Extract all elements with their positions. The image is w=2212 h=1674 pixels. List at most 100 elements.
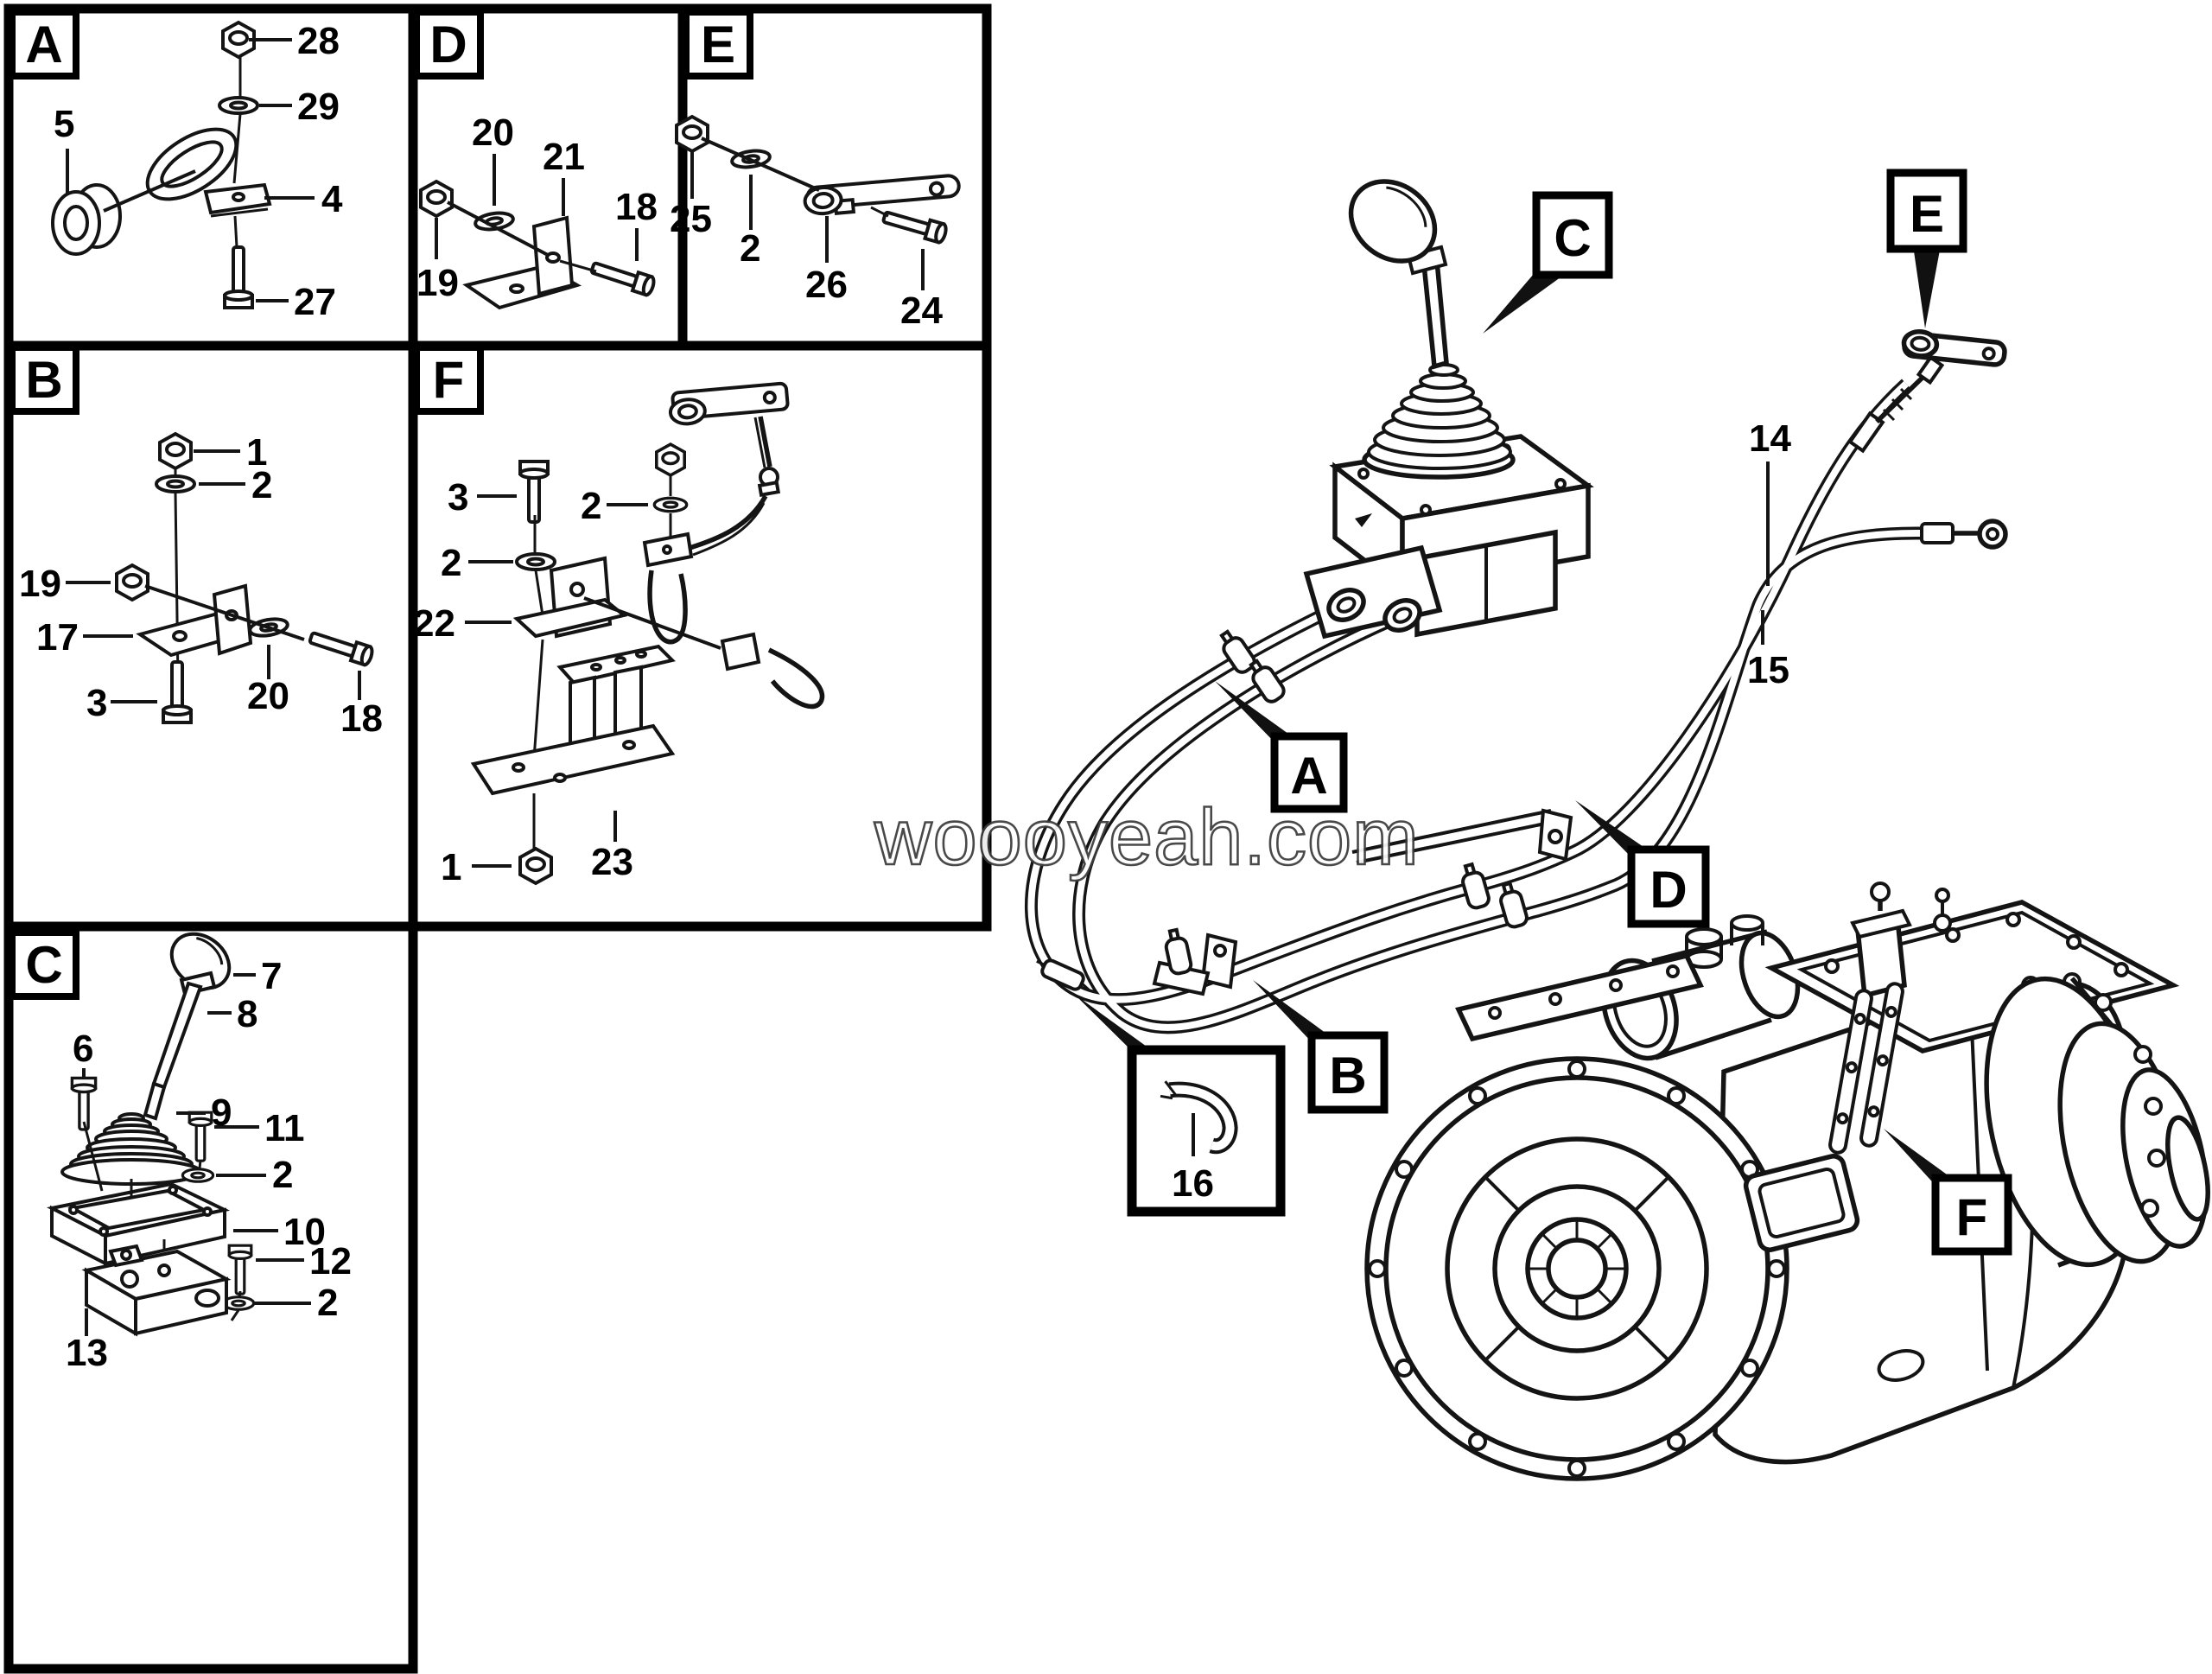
part-label-2b: 2 — [317, 1282, 338, 1324]
callout-e-box — [1886, 169, 1967, 253]
washer-part-2b — [652, 496, 689, 513]
panel-f-parts: 3 2 2 22 1 23 — [413, 381, 825, 888]
panel-d-letter: D — [429, 16, 467, 73]
part-label-13: 13 — [66, 1332, 108, 1374]
part-label-20: 20 — [472, 111, 514, 154]
bracket-part-21 — [462, 215, 582, 310]
cable-strap-bracket-d — [1351, 808, 1573, 864]
bolt-part-27 — [223, 245, 254, 309]
part-label-1: 1 — [441, 846, 461, 888]
lever-part-26 — [803, 174, 961, 216]
lever-shaft — [1421, 258, 1449, 370]
bolt-part-6 — [70, 1076, 98, 1131]
panel-grid-borders — [3, 3, 992, 1674]
panel-a-tab — [9, 9, 79, 80]
part-label-3: 3 — [448, 476, 468, 519]
lever-knob — [1348, 179, 1438, 264]
panel-c-parts: 7 8 6 9 11 2 10 12 2 13 — [47, 932, 352, 1374]
panel-b-parts: 1 2 19 17 3 20 18 — [19, 431, 383, 740]
bracket-part-22 — [512, 556, 628, 639]
part-label-7: 7 — [261, 955, 282, 997]
gearbox-drawing — [1364, 882, 2210, 1481]
part-label-16: 16 — [1172, 1162, 1214, 1205]
washer-part-29 — [218, 96, 259, 115]
u-bolt — [647, 570, 688, 645]
callout-f-letter: F — [1956, 1188, 1988, 1246]
part-label-19: 19 — [416, 262, 459, 304]
bolt-part-18 — [306, 627, 376, 668]
bolt-part-11 — [188, 1111, 213, 1162]
callout-e-letter: E — [1910, 185, 1944, 243]
part-label-6: 6 — [73, 1028, 93, 1070]
panel-b-letter: B — [25, 351, 62, 409]
part-label-3: 3 — [86, 682, 107, 724]
inset-16-pointer — [1074, 994, 1153, 1056]
part-label-17: 17 — [36, 616, 79, 659]
part-label-18: 18 — [340, 697, 383, 740]
grommet-part-5 — [51, 183, 122, 256]
nut-part-19 — [115, 563, 149, 601]
panel-d-tab — [413, 9, 484, 80]
inset-16-box: 16 — [1074, 994, 1286, 1217]
cable-clamp — [1457, 860, 1493, 912]
part-label-9: 9 — [211, 1092, 232, 1134]
callout-b-letter: B — [1329, 1047, 1366, 1104]
part-label-27: 27 — [294, 281, 336, 323]
part-label-29: 29 — [297, 86, 340, 128]
panel-c-tab — [9, 929, 79, 1000]
knob-part-7 — [169, 932, 232, 996]
cable-label-14: 14 — [1749, 417, 1791, 460]
clip-part-16 — [1160, 1080, 1238, 1155]
boot-part-9 — [60, 1112, 202, 1186]
shift-linkage-assembly — [583, 381, 825, 710]
part-label-28: 28 — [297, 20, 340, 62]
shifter-base-part-13 — [81, 1244, 232, 1337]
part-label-10: 10 — [283, 1211, 326, 1253]
cable-end-lever-e-target — [1847, 329, 2007, 454]
cable-bracket-b — [1152, 932, 1238, 996]
bolt-part-12 — [227, 1244, 253, 1295]
part-label-2: 2 — [272, 1154, 293, 1196]
clamp-block — [642, 531, 694, 568]
callout-a-box — [1270, 732, 1348, 813]
cable-end-fitting-16-target — [1036, 958, 1091, 992]
panel-c-letter: C — [25, 936, 62, 994]
part-label-18: 18 — [615, 186, 658, 228]
shift-lever-assembly — [1303, 179, 1594, 640]
panel-d-parts: 20 21 19 18 — [416, 111, 658, 310]
panel-e-tab — [683, 9, 753, 80]
part-label-8: 8 — [237, 993, 257, 1035]
part-label-24: 24 — [900, 290, 943, 332]
main-illustration: 14 15 — [1024, 179, 2210, 1481]
part-label-4: 4 — [321, 178, 343, 220]
washer-part-2 — [155, 474, 196, 493]
callout-c-letter: C — [1554, 209, 1591, 267]
bolt-part-3 — [518, 460, 550, 524]
lever-part-8 — [143, 981, 203, 1121]
nut-part-1 — [158, 432, 193, 470]
panel-b-tab — [9, 344, 79, 415]
bolt-part-24 — [880, 206, 950, 245]
cable-15-end-fitting — [1920, 519, 2008, 550]
bolt-part-3 — [162, 660, 193, 724]
panel-a-letter: A — [25, 16, 62, 73]
callout-a-letter: A — [1290, 747, 1327, 805]
part-label-12: 12 — [309, 1240, 352, 1283]
callout-b-box — [1307, 1031, 1389, 1114]
callout-labels: C E A D B F — [1215, 169, 2012, 1256]
cable-number-labels: 14 15 — [1747, 417, 1791, 691]
part-label-21: 21 — [543, 136, 585, 178]
part-label-26: 26 — [805, 264, 848, 306]
panel-f-tab — [413, 344, 484, 415]
washer-part-2 — [181, 1168, 215, 1183]
part-label-19: 19 — [19, 563, 61, 605]
part-label-23: 23 — [591, 841, 633, 883]
washer-part-2 — [515, 552, 556, 571]
callout-c-box — [1532, 191, 1613, 279]
part-label-11: 11 — [264, 1107, 305, 1149]
panel-e-letter: E — [701, 16, 735, 73]
panel-e-parts: 25 2 26 24 — [670, 115, 961, 332]
panel-a-parts: 28 29 5 4 27 — [51, 20, 343, 323]
part-label-2: 2 — [441, 542, 461, 584]
